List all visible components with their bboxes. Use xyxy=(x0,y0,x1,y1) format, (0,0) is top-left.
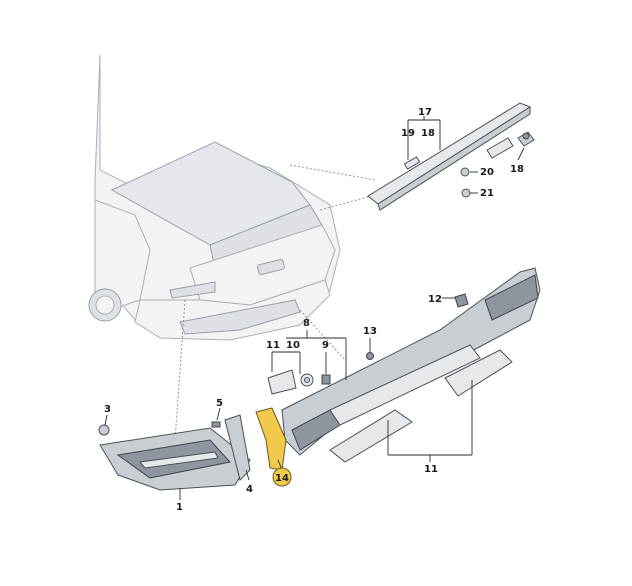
callout-4: 4 xyxy=(246,484,253,495)
callout-1: 1 xyxy=(176,502,183,513)
callout-11-small: 11 xyxy=(266,340,280,351)
callout-12: 12 xyxy=(428,294,442,305)
trim-4 xyxy=(224,414,251,481)
cover-panel-11-right xyxy=(444,349,513,397)
clip-9 xyxy=(321,374,331,385)
screw-13 xyxy=(366,352,374,360)
bumper-carrier xyxy=(281,267,541,456)
callout-8: 8 xyxy=(303,318,310,329)
callout-20: 20 xyxy=(480,167,494,178)
holder-3 xyxy=(98,424,110,436)
bracket-12 xyxy=(454,293,469,308)
callout-3: 3 xyxy=(104,404,111,415)
fastener-21 xyxy=(461,188,471,198)
rear-spoiler-strip xyxy=(367,102,532,211)
callout-14: 14 xyxy=(275,473,289,484)
callout-19: 19 xyxy=(401,128,415,139)
callout-5: 5 xyxy=(216,398,223,409)
grommet-10 xyxy=(300,373,314,387)
callout-10: 10 xyxy=(286,340,300,351)
callout-14-badge xyxy=(272,467,292,487)
callout-labels: 17 19 18 18 20 21 12 13 8 11 10 9 11 3 5… xyxy=(104,107,524,513)
callout-17: 17 xyxy=(418,107,432,118)
cover-panel-11-small xyxy=(267,369,297,395)
rear-window xyxy=(110,141,311,246)
bracket-14-highlighted xyxy=(255,407,287,471)
callout-9: 9 xyxy=(322,340,329,351)
fastener-20 xyxy=(460,167,470,177)
callout-11-bottom: 11 xyxy=(424,464,438,475)
car-body xyxy=(88,54,341,341)
cover-panel-11-left xyxy=(329,409,413,463)
tail-light-1 xyxy=(99,427,251,491)
callout-18-right: 18 xyxy=(510,164,524,175)
clip-part-18 xyxy=(486,131,535,159)
leader-lines xyxy=(104,116,525,500)
callout-21: 21 xyxy=(480,188,494,199)
callout-13: 13 xyxy=(363,326,377,337)
callout-18-top: 18 xyxy=(421,128,435,139)
screw-5 xyxy=(211,421,221,428)
reference-lines xyxy=(174,164,376,441)
